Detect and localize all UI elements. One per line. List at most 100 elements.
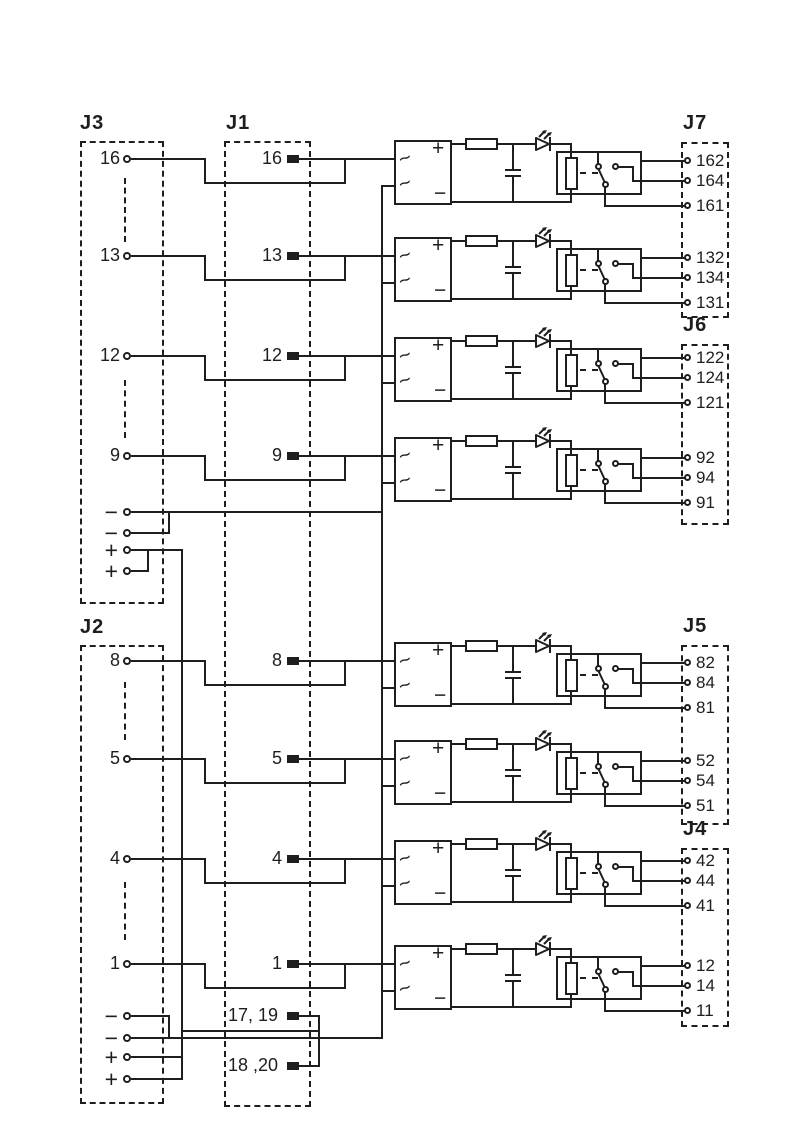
j1-terminal bbox=[287, 960, 299, 968]
relay-outline bbox=[556, 448, 642, 492]
output-pin-label: 84 bbox=[696, 673, 715, 692]
wire bbox=[204, 158, 206, 184]
wire bbox=[512, 843, 514, 870]
output-pin-label: 132 bbox=[696, 248, 725, 267]
coil-actuator-link bbox=[580, 172, 598, 174]
power-pin-sign: − bbox=[104, 1025, 118, 1051]
wire bbox=[604, 992, 606, 1012]
connector-label-j6: J6 bbox=[683, 314, 708, 336]
j1-pin-label: 5 bbox=[271, 748, 282, 768]
wire bbox=[131, 549, 183, 551]
wire bbox=[204, 987, 346, 989]
wire bbox=[604, 284, 606, 304]
capacitor bbox=[505, 266, 521, 268]
wire bbox=[383, 282, 394, 284]
wire bbox=[452, 801, 572, 803]
wire bbox=[452, 398, 572, 400]
j1-pin-label: 12 bbox=[261, 345, 282, 365]
output-pin-label: 54 bbox=[696, 771, 715, 790]
led-icon bbox=[535, 730, 552, 751]
output-pin-circle bbox=[684, 1007, 691, 1014]
wire bbox=[131, 758, 206, 760]
input-pin-label: 16 bbox=[99, 148, 120, 168]
power-pin-circle bbox=[123, 508, 131, 516]
pin-continuation-dashes bbox=[124, 380, 126, 438]
wire bbox=[632, 985, 686, 987]
wire bbox=[632, 463, 634, 479]
wire bbox=[131, 1056, 183, 1058]
wire bbox=[344, 963, 346, 989]
capacitor bbox=[505, 875, 521, 877]
wire bbox=[512, 340, 514, 367]
bridge-rectifier bbox=[394, 840, 452, 905]
output-pin-label: 92 bbox=[696, 448, 715, 467]
wire bbox=[299, 355, 394, 357]
wire bbox=[604, 484, 606, 504]
wire bbox=[383, 785, 394, 787]
connector-box-j6 bbox=[681, 344, 729, 525]
output-pin-circle bbox=[684, 474, 691, 481]
j1-terminal bbox=[287, 252, 299, 260]
wire bbox=[452, 201, 572, 203]
bridge-rectifier bbox=[394, 642, 452, 707]
relay-outline bbox=[556, 751, 642, 795]
power-pin-circle bbox=[123, 1012, 131, 1020]
wire bbox=[131, 455, 206, 457]
j1-terminal bbox=[287, 352, 299, 360]
wire bbox=[344, 355, 346, 381]
wire bbox=[131, 570, 149, 572]
output-pin-circle bbox=[684, 902, 691, 909]
relay-armature bbox=[597, 867, 606, 884]
wire bbox=[604, 905, 686, 907]
connector-label-j2: J2 bbox=[80, 616, 105, 638]
wire bbox=[512, 273, 514, 300]
wire bbox=[131, 355, 206, 357]
output-pin-circle bbox=[684, 354, 691, 361]
wire bbox=[299, 660, 394, 662]
wire bbox=[597, 151, 599, 164]
wire bbox=[299, 255, 394, 257]
output-pin-label: 124 bbox=[696, 368, 725, 387]
wire bbox=[597, 348, 599, 361]
wire bbox=[570, 993, 572, 1008]
resistor bbox=[465, 235, 498, 247]
relay-armature bbox=[597, 264, 606, 281]
j1-pin-label: 16 bbox=[261, 148, 282, 168]
output-pin-circle bbox=[684, 857, 691, 864]
wire bbox=[632, 363, 634, 379]
minus-symbol: − bbox=[434, 479, 447, 502]
wire bbox=[618, 463, 634, 465]
output-pin-label: 41 bbox=[696, 896, 715, 915]
wire bbox=[632, 866, 634, 882]
output-pin-label: 131 bbox=[696, 293, 725, 312]
wire bbox=[299, 455, 394, 457]
minus-symbol: − bbox=[434, 782, 447, 805]
bridge-rectifier bbox=[394, 945, 452, 1010]
power-pin-circle bbox=[123, 546, 131, 554]
capacitor bbox=[505, 466, 521, 468]
wire bbox=[344, 255, 346, 281]
coil-actuator-link bbox=[580, 269, 598, 271]
wire bbox=[642, 457, 686, 459]
wire bbox=[344, 858, 346, 884]
wire bbox=[642, 860, 686, 862]
wire bbox=[570, 143, 572, 158]
connector-label-j1: J1 bbox=[226, 112, 251, 134]
wire bbox=[131, 255, 206, 257]
wire bbox=[512, 678, 514, 705]
wire bbox=[570, 188, 572, 203]
minus-symbol: − bbox=[434, 882, 447, 905]
relay-outline bbox=[556, 348, 642, 392]
wire bbox=[570, 645, 572, 660]
nc-contact bbox=[595, 763, 602, 770]
led-icon bbox=[535, 327, 552, 348]
wire bbox=[512, 948, 514, 975]
output-pin-label: 11 bbox=[696, 1001, 714, 1020]
wire bbox=[618, 866, 634, 868]
plus-symbol: + bbox=[432, 639, 445, 662]
minus-symbol: − bbox=[434, 182, 447, 205]
bridge-rectifier bbox=[394, 437, 452, 502]
j1-terminal bbox=[287, 657, 299, 665]
wire bbox=[299, 963, 394, 965]
relay-armature bbox=[597, 364, 606, 381]
